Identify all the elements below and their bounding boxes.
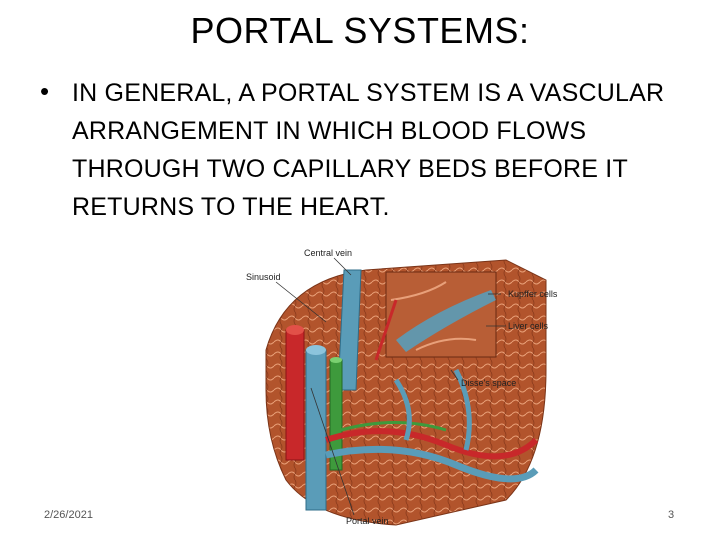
label-liver-cells: Liver cells bbox=[508, 321, 549, 331]
portal-vein-vessel bbox=[305, 349, 327, 511]
central-vein-vessel bbox=[337, 269, 362, 391]
page-title: PORTAL SYSTEMS: bbox=[190, 10, 530, 51]
bullet-text: IN GENERAL, A PORTAL SYSTEM IS A VASCULA… bbox=[72, 79, 665, 221]
bullet-list: • IN GENERAL, A PORTAL SYSTEM IS A VASCU… bbox=[40, 74, 680, 226]
footer-date: 2/26/2021 bbox=[44, 509, 93, 521]
slide-number: 3 bbox=[668, 509, 675, 521]
label-central-vein: Central vein bbox=[304, 248, 352, 258]
label-sinusoid: Sinusoid bbox=[246, 272, 281, 282]
label-disses-space: Disse's space bbox=[461, 378, 516, 388]
label-portal-vein: Portal vein bbox=[346, 516, 389, 526]
artery-vessel bbox=[285, 329, 305, 461]
liver-lobule-illustration: Central vein Sinusoid Kupffer cells Live… bbox=[246, 240, 576, 530]
label-kupffer-cells: Kupffer cells bbox=[508, 289, 558, 299]
bullet-marker: • bbox=[40, 76, 50, 106]
